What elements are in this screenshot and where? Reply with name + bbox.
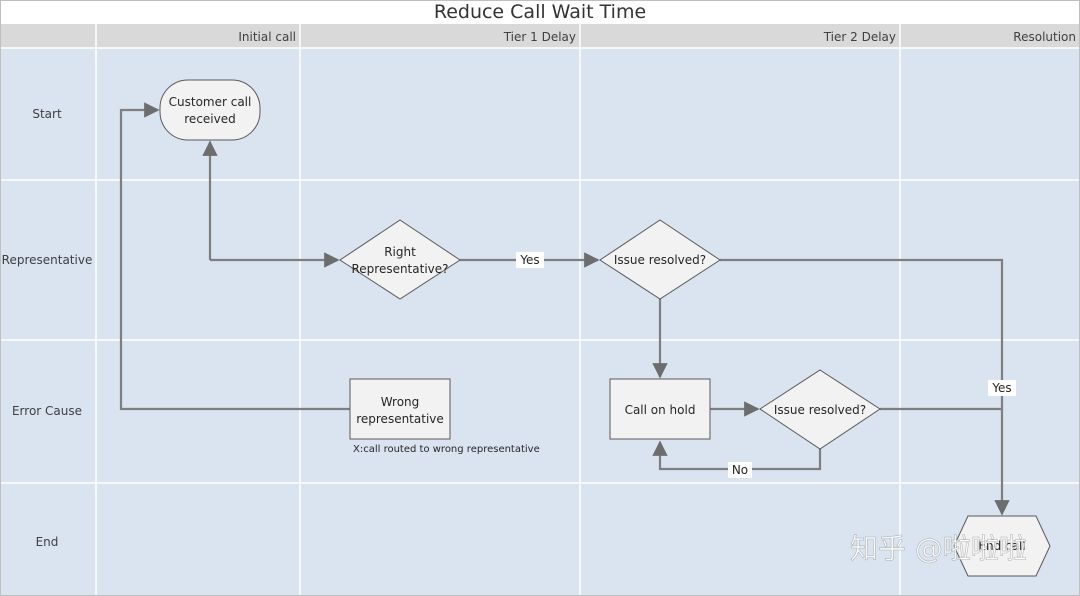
right-rep-label-line2: Representative? — [351, 262, 448, 276]
column-header-resolution: Resolution — [1013, 30, 1076, 44]
lane-label-end: End — [36, 535, 59, 549]
lanes-background — [0, 48, 1080, 596]
issue-resolved-2-label: Issue resolved? — [774, 403, 866, 417]
edge-label-no: No — [732, 463, 748, 477]
shape-note: X:call routed to wrong representative — [353, 444, 540, 455]
right-rep-label-line1: Right — [384, 245, 416, 259]
customer-call-label-line2: received — [184, 112, 235, 126]
wrong-rep-label-line2: representative — [356, 412, 444, 426]
edge-label-yes-1: Yes — [519, 253, 539, 267]
issue-resolved-1-label: Issue resolved? — [614, 253, 706, 267]
column-header-tier2-delay: Tier 2 Delay — [823, 30, 896, 44]
process-wrong-representative — [349, 378, 451, 440]
column-header-initial-call: Initial call — [238, 30, 296, 44]
lane-label-representative: Representative — [2, 253, 93, 267]
decision-issue-resolved-1 — [599, 219, 721, 300]
wrong-rep-label-line1: Wrong — [381, 395, 420, 409]
end-terminator-hexagon — [953, 515, 1051, 577]
edge-label-yes-2-bg — [988, 380, 1016, 396]
lane-label-error-cause: Error Cause — [12, 404, 82, 418]
decision-issue-resolved-2 — [759, 369, 881, 450]
edge-label-no-bg — [728, 462, 752, 478]
diagram-title: Reduce Call Wait Time — [433, 1, 647, 23]
watermark: 知乎 @啦啦啦 — [850, 532, 1027, 565]
lane-label-start: Start — [32, 107, 62, 121]
customer-call-label-line1: Customer call — [169, 95, 252, 109]
connector-wrong-rep-loop — [119, 102, 350, 411]
grid-lines — [0, 24, 1080, 596]
process-call-on-hold — [609, 378, 711, 440]
edge-label-yes-2: Yes — [991, 381, 1011, 395]
column-header-tier1-delay: Tier 1 Delay — [503, 30, 576, 44]
call-on-hold-label: Call on hold — [625, 403, 696, 417]
decision-right-representative — [339, 219, 461, 300]
edge-label-yes-1-bg — [516, 252, 544, 268]
end-call-label: End call — [978, 539, 1025, 553]
start-terminator — [159, 79, 261, 141]
connector-to-end-call — [720, 258, 1010, 516]
